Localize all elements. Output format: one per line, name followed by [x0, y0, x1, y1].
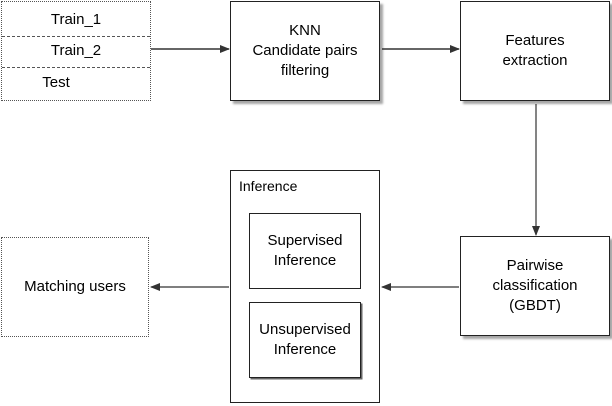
matching-users-label: Matching users: [24, 278, 126, 295]
divider-2: [2, 67, 150, 68]
matching-users-box: Matching users: [1, 237, 149, 337]
supervised-line-2: Inference: [273, 252, 337, 269]
inference-title: Inference: [239, 178, 298, 194]
dataset-box: Train_1 Train_2 Test: [1, 1, 151, 101]
features-text: Features extraction: [461, 31, 609, 71]
unsupervised-line-1: Unsupervised: [259, 321, 351, 338]
pairwise-text: Pairwise classification (GBDT): [461, 256, 609, 316]
pairwise-line-1: Pairwise: [506, 257, 564, 274]
train-2-label: Train_2: [50, 42, 102, 59]
divider-1: [2, 36, 150, 37]
inference-box: Inference Supervised Inference Unsupervi…: [230, 170, 380, 403]
pairwise-line-2: classification: [492, 277, 578, 294]
unsupervised-text: Unsupervised Inference: [250, 320, 360, 360]
unsupervised-line-2: Inference: [273, 341, 337, 358]
features-extraction-box: Features extraction: [460, 1, 610, 101]
supervised-line-1: Supervised: [267, 232, 343, 249]
unsupervised-inference-box: Unsupervised Inference: [249, 302, 361, 378]
knn-line-1: KNN: [289, 22, 321, 39]
test-label: Test: [42, 74, 70, 91]
train-1-label: Train_1: [50, 11, 102, 28]
knn-filtering-box: KNN Candidate pairs filtering: [230, 1, 380, 101]
supervised-text: Supervised Inference: [250, 231, 360, 271]
features-line-2: extraction: [502, 52, 568, 69]
knn-line-3: filtering: [280, 62, 330, 79]
knn-line-2: Candidate pairs: [252, 42, 358, 59]
supervised-inference-box: Supervised Inference: [249, 213, 361, 289]
pairwise-classification-box: Pairwise classification (GBDT): [460, 236, 610, 336]
features-line-1: Features: [505, 32, 565, 49]
pairwise-line-3: (GBDT): [509, 297, 561, 314]
knn-text: KNN Candidate pairs filtering: [231, 21, 379, 81]
